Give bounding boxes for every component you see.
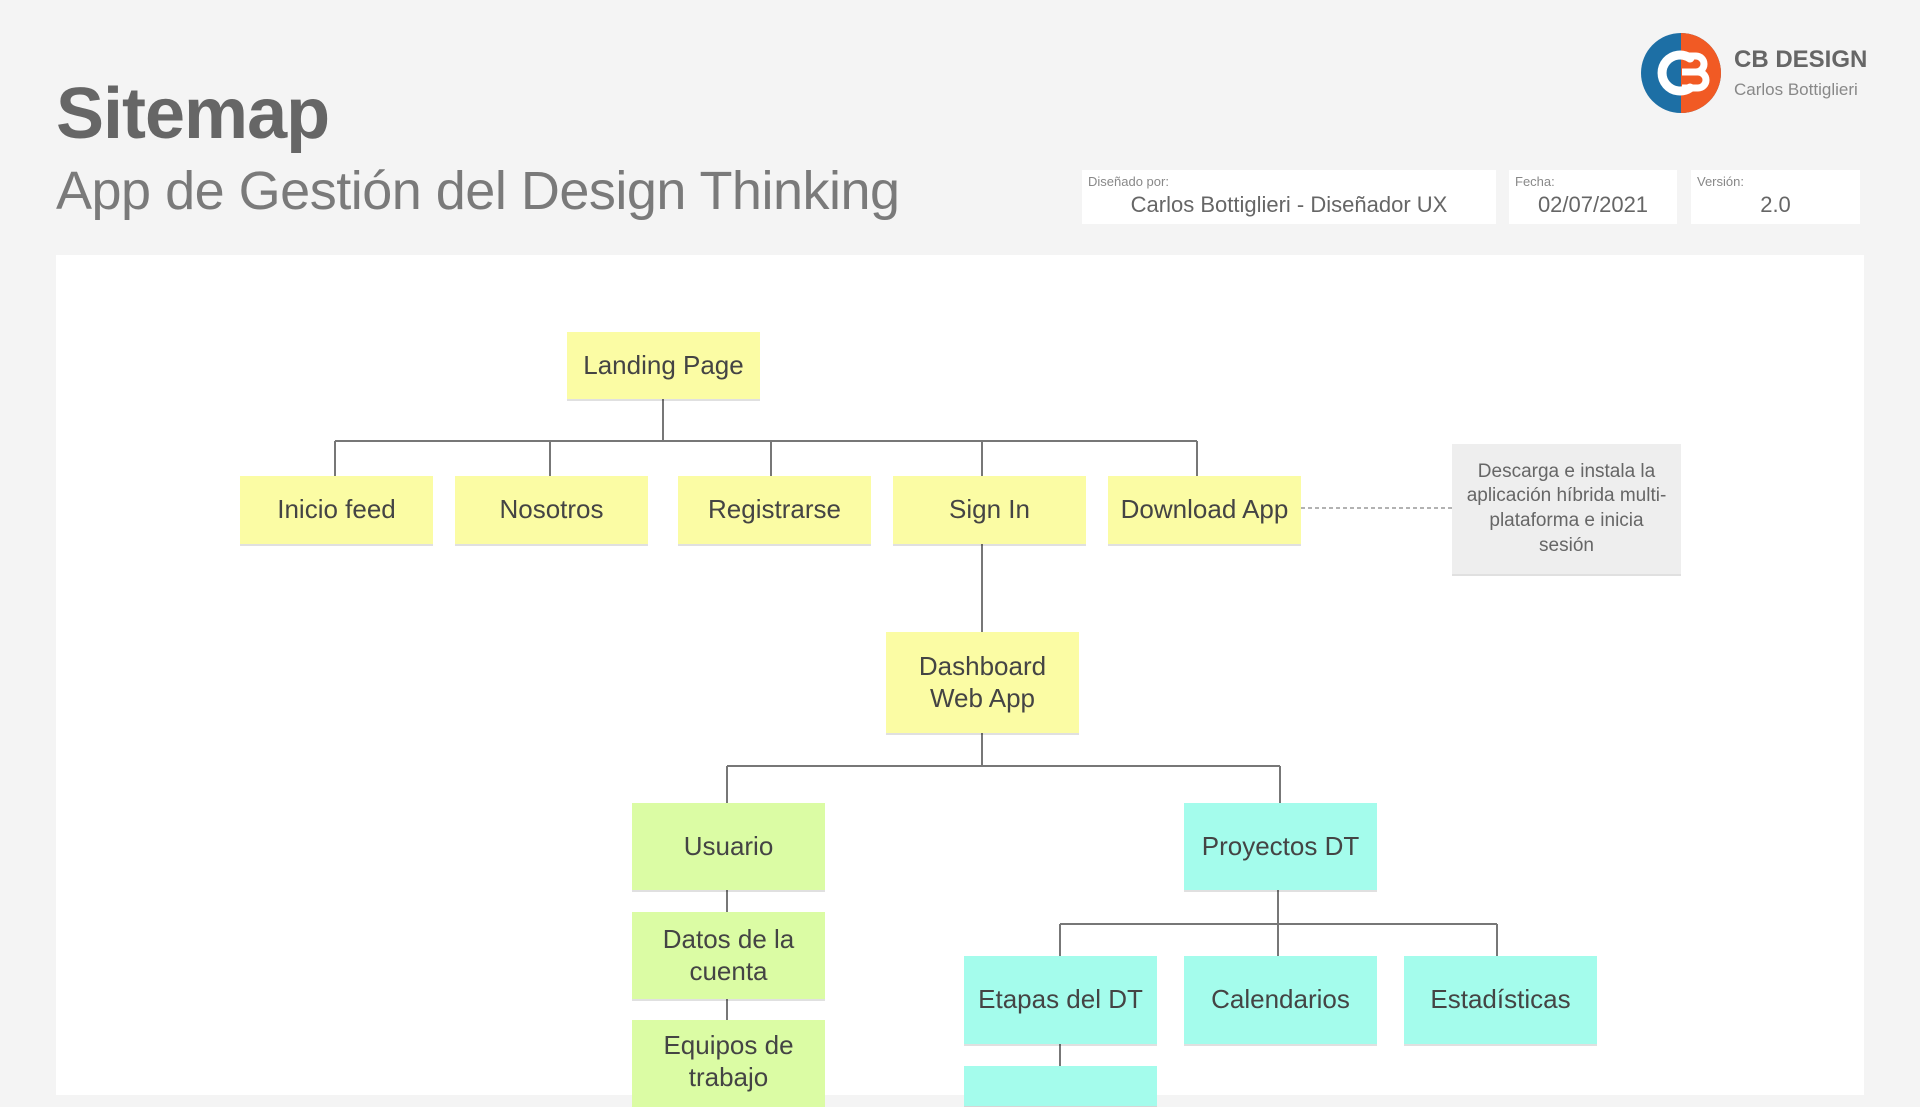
node-estadisticas: Estadísticas	[1404, 956, 1597, 1044]
node-sign-in: Sign In	[893, 476, 1086, 544]
node-datos-cuenta: Datos de la cuenta	[632, 912, 825, 999]
download-note: Descarga e instala la aplicación híbrida…	[1452, 444, 1681, 574]
node-calendarios: Calendarios	[1184, 956, 1377, 1044]
node-nosotros: Nosotros	[455, 476, 648, 544]
node-dashboard-web-app: Dashboard Web App	[886, 632, 1079, 733]
node-equipos-trabajo: Equipos de trabajo	[632, 1020, 825, 1107]
version-value: 2.0	[1760, 192, 1791, 217]
node-registrarse: Registrarse	[678, 476, 871, 544]
version-box: Versión: 2.0	[1691, 170, 1860, 224]
node-inicio-feed: Inicio feed	[240, 476, 433, 544]
node-usuario: Usuario	[632, 803, 825, 890]
node-proyectos-dt: Proyectos DT	[1184, 803, 1377, 890]
designed-by-label: Diseñado por:	[1088, 174, 1169, 189]
page-subtitle: App de Gestión del Design Thinking	[56, 161, 900, 221]
brand-name: CB DESIGN	[1734, 46, 1868, 73]
node-etapas-dt: Etapas del DT	[964, 956, 1157, 1044]
node-landing-page: Landing Page	[567, 332, 760, 399]
page-title: Sitemap	[56, 74, 330, 154]
node-download-app: Download App	[1108, 476, 1301, 544]
date-label: Fecha:	[1515, 174, 1555, 189]
version-label: Versión:	[1697, 174, 1744, 189]
designed-by-box: Diseñado por: Carlos Bottiglieri - Diseñ…	[1082, 170, 1496, 224]
date-box: Fecha: 02/07/2021	[1509, 170, 1677, 224]
designed-by-value: Carlos Bottiglieri - Diseñador UX	[1130, 192, 1448, 217]
brand-author: Carlos Bottiglieri	[1734, 80, 1858, 99]
date-value: 02/07/2021	[1537, 192, 1649, 217]
cb-design-logo	[1641, 33, 1721, 113]
node-etapas-child	[964, 1066, 1157, 1106]
